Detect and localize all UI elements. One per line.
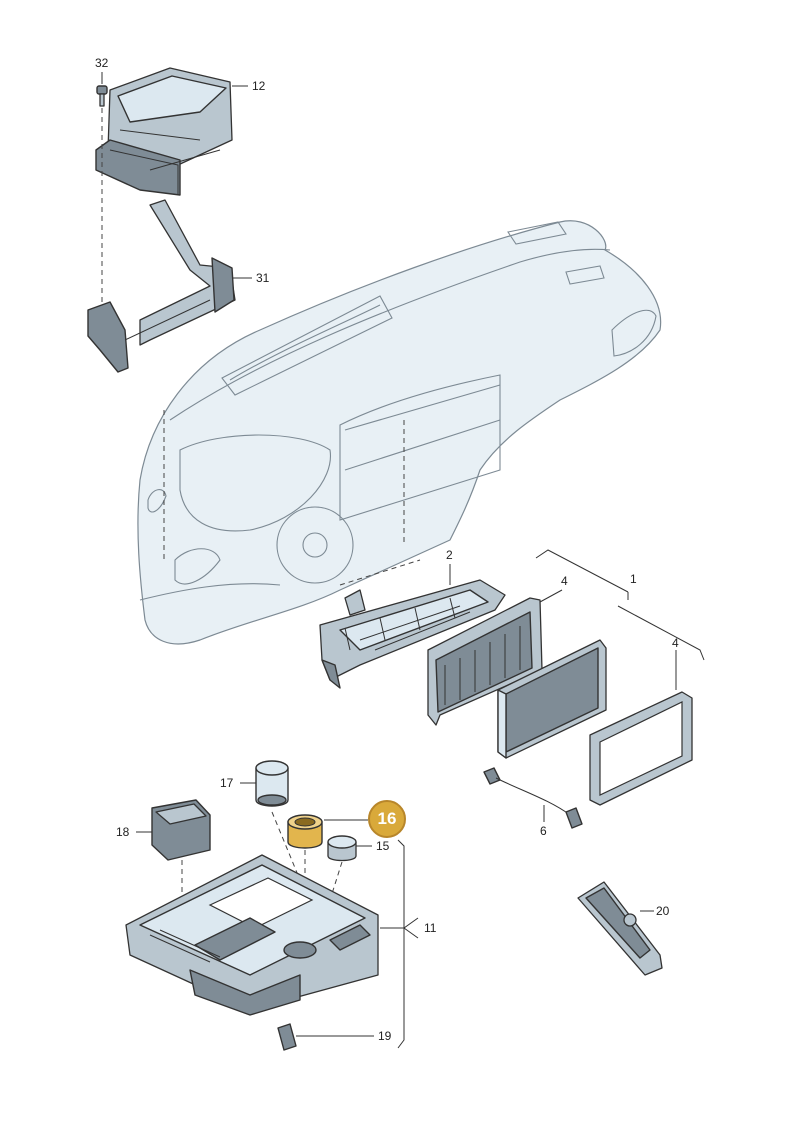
part-4-display-frame — [589, 691, 693, 806]
callout-31: 31 — [256, 271, 270, 285]
part-4-rear-panel — [427, 597, 543, 726]
part-15-knob — [327, 835, 357, 862]
callout-1: 1 — [630, 572, 637, 586]
callout-15: 15 — [376, 839, 390, 853]
callout-16-highlighted: 16 — [368, 800, 406, 838]
callout-20: 20 — [656, 904, 670, 918]
callout-17: 17 — [220, 776, 234, 790]
part-20-remote — [577, 881, 663, 976]
part-1-mmi-display — [497, 639, 607, 759]
callout-18: 18 — [116, 825, 130, 839]
part-19-clip — [277, 1023, 297, 1051]
part-18-switch-block — [151, 799, 211, 861]
callout-32: 32 — [95, 56, 109, 70]
part-2-carrier-frame — [319, 579, 506, 689]
callout-12: 12 — [252, 79, 266, 93]
callout-19: 19 — [378, 1029, 392, 1043]
part-11-center-console — [125, 854, 379, 1016]
part-16-ring — [287, 814, 323, 849]
dashboard-panel — [137, 220, 662, 645]
part-17-socket — [255, 760, 289, 807]
part-32-screw — [96, 85, 108, 107]
callout-2: 2 — [446, 548, 453, 562]
part-12-display-unit — [95, 67, 233, 196]
part-6-cable — [483, 767, 583, 829]
leader-lines — [101, 72, 705, 1049]
callout-4-right: 4 — [672, 636, 679, 650]
callout-11: 11 — [424, 921, 437, 935]
callout-6: 6 — [540, 824, 547, 838]
callout-4-left: 4 — [561, 574, 568, 588]
part-31-bracket — [87, 199, 236, 373]
